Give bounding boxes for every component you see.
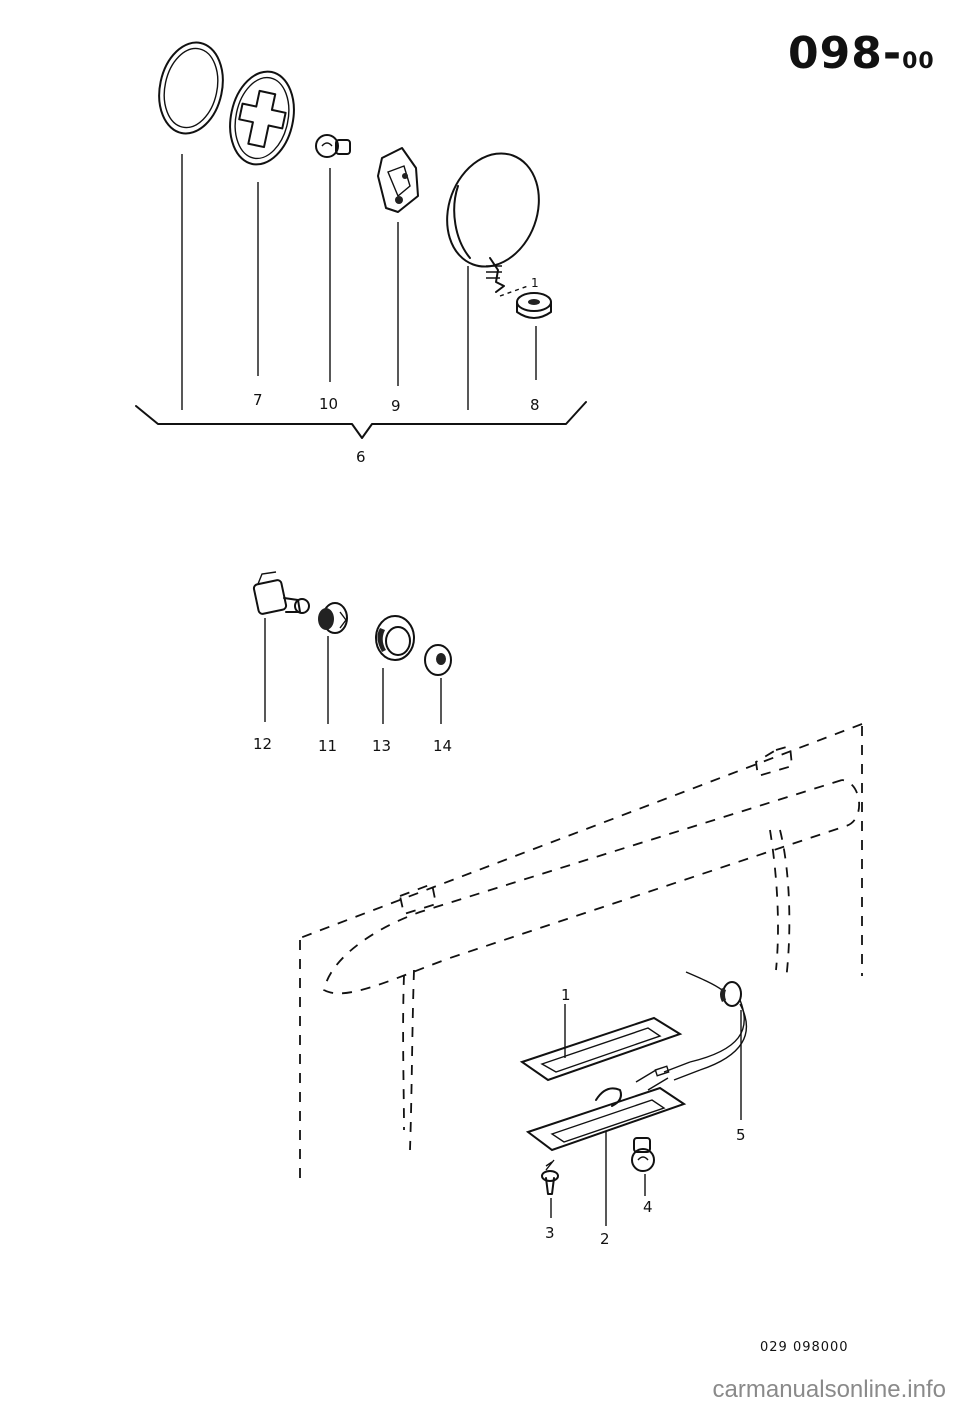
cap xyxy=(424,644,452,676)
bulb-small xyxy=(315,134,351,158)
bezel xyxy=(375,615,415,661)
lamp-housing xyxy=(446,152,540,293)
callout-13: 13 xyxy=(372,737,391,755)
bumper-outline xyxy=(299,723,863,1186)
callout-2: 2 xyxy=(600,1230,610,1248)
bulb-holder xyxy=(377,147,419,213)
page-code-main: 098 xyxy=(788,28,883,79)
switch-body xyxy=(252,571,310,615)
cable-grommet xyxy=(654,971,748,1081)
cross-lens xyxy=(229,70,295,166)
plate-lamp-group xyxy=(299,723,863,1226)
callout-1-small: 1 xyxy=(531,276,539,290)
page-code-suffix: 00 xyxy=(902,49,935,74)
callout-4: 4 xyxy=(643,1198,653,1216)
callout-5: 5 xyxy=(736,1126,746,1144)
lamp-base xyxy=(525,1069,687,1152)
lens-gasket xyxy=(519,1016,683,1082)
callout-11: 11 xyxy=(318,737,337,755)
callout-8: 8 xyxy=(530,396,540,414)
callout-3: 3 xyxy=(545,1224,555,1242)
callout-7: 7 xyxy=(253,391,263,409)
reference-code: 029 098000 xyxy=(760,1340,849,1355)
screw xyxy=(541,1159,559,1195)
callout-6: 6 xyxy=(356,448,366,466)
plate-bulb xyxy=(631,1137,655,1172)
callout-1: 1 xyxy=(561,986,571,1004)
page-code: 098-00 xyxy=(788,28,935,79)
knob xyxy=(318,602,348,634)
callout-12: 12 xyxy=(253,735,272,753)
lamp-assembly-group: 1 xyxy=(135,41,587,439)
lens-ring xyxy=(158,41,224,135)
callout-labels: 7 10 9 8 6 12 11 13 14 1 5 4 3 2 xyxy=(253,391,746,1248)
watermark: carmanualsonline.info xyxy=(712,1376,946,1403)
rubber-seat xyxy=(516,292,552,319)
small-parts-group xyxy=(252,571,452,724)
callout-10: 10 xyxy=(319,395,338,413)
callout-9: 9 xyxy=(391,397,401,415)
callout-14: 14 xyxy=(433,737,452,755)
page-code-separator: - xyxy=(882,28,903,79)
